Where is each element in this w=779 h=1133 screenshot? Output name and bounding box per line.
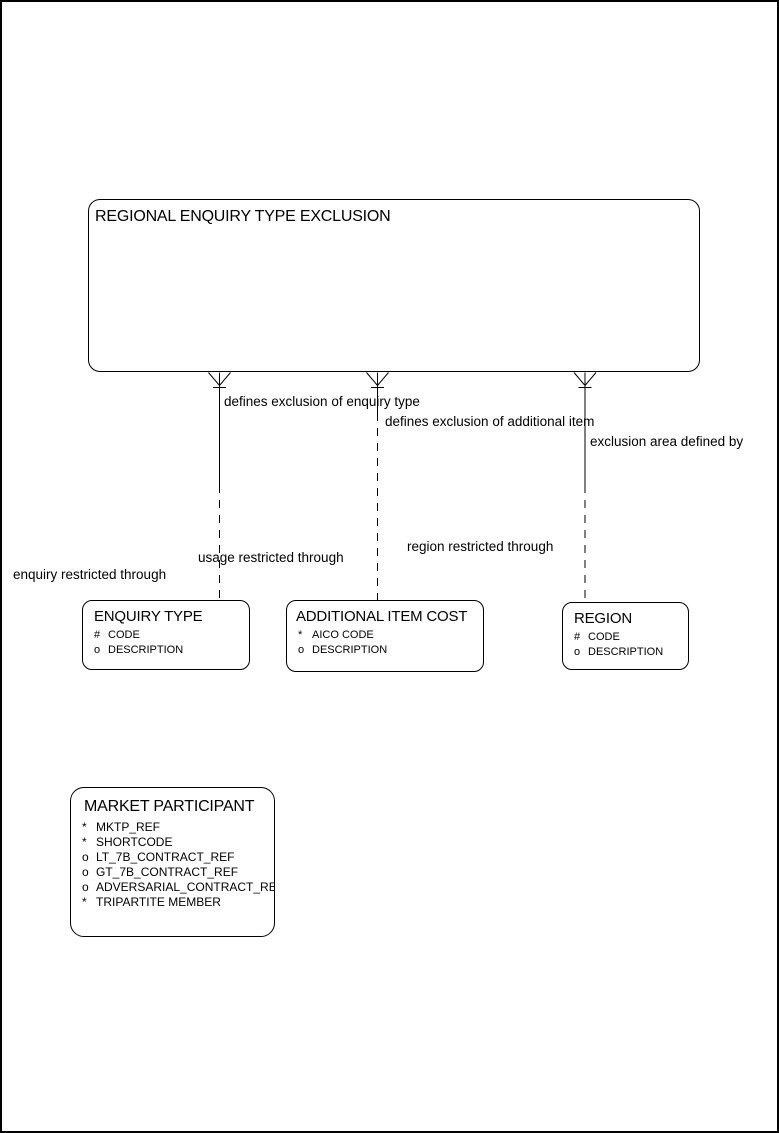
attribute-row: o LT_7B_CONTRACT_REF <box>71 850 274 865</box>
attribute-row: * AICO CODE <box>287 628 483 643</box>
entity-title: REGION <box>574 610 632 627</box>
attribute-row: * MKTP_REF <box>71 820 274 835</box>
attribute-name: DESCRIPTION <box>108 644 184 656</box>
attribute-marker: o <box>82 850 89 864</box>
attribute-name: SHORTCODE <box>96 835 173 849</box>
entity-market-participant: MARKET PARTICIPANT * MKTP_REF * SHORTCOD… <box>70 787 275 937</box>
attribute-row: o DESCRIPTION <box>287 643 483 658</box>
attribute-name: TRIPARTITE MEMBER <box>96 895 221 909</box>
attribute-name: ADVERSARIAL_CONTRACT_REF <box>96 880 275 894</box>
attribute-row: o DESCRIPTION <box>83 643 249 658</box>
attribute-name: MKTP_REF <box>96 820 161 834</box>
attribute-marker: * <box>298 629 303 641</box>
crows-foot-icon <box>573 372 597 388</box>
attribute-marker: o <box>298 644 305 656</box>
relationship-label-defines-exclusion-of-enquiry-type: defines exclusion of enquiry type <box>224 394 420 409</box>
entity-title: ENQUIRY TYPE <box>94 608 203 625</box>
attribute-row: o ADVERSARIAL_CONTRACT_REF <box>71 880 274 895</box>
attribute-list: # CODE o DESCRIPTION <box>563 630 688 660</box>
relationship-label-usage-restricted-through: usage restricted through <box>198 550 344 565</box>
attribute-row: o GT_7B_CONTRACT_REF <box>71 865 274 880</box>
entity-additional-item-cost: ADDITIONAL ITEM COST * AICO CODE o DESCR… <box>286 600 484 672</box>
relationship-label-region-restricted-through: region restricted through <box>407 539 554 554</box>
attribute-name: CODE <box>588 631 620 643</box>
crows-foot-icon <box>366 372 389 388</box>
attribute-row: * SHORTCODE <box>71 835 274 850</box>
attribute-marker: o <box>82 880 89 894</box>
attribute-name: DESCRIPTION <box>588 646 664 658</box>
attribute-name: CODE <box>108 629 140 641</box>
attribute-row: o DESCRIPTION <box>563 645 688 660</box>
attribute-marker: * <box>82 835 87 849</box>
relationship-line-additional-item-cost <box>366 372 389 600</box>
crows-foot-icon <box>208 372 231 388</box>
entity-regional-enquiry-type-exclusion: REGIONAL ENQUIRY TYPE EXCLUSION <box>88 199 700 372</box>
entity-title: ADDITIONAL ITEM COST <box>296 608 468 625</box>
relationship-label-exclusion-area-defined-by: exclusion area defined by <box>590 434 744 449</box>
attribute-marker: o <box>574 646 581 658</box>
attribute-list: # CODE o DESCRIPTION <box>83 628 249 658</box>
relationship-line-region <box>573 372 597 602</box>
attribute-row: # CODE <box>563 630 688 645</box>
attribute-marker: # <box>574 631 581 643</box>
entity-enquiry-type: ENQUIRY TYPE # CODE o DESCRIPTION <box>82 600 250 670</box>
attribute-marker: # <box>94 629 101 641</box>
relationship-label-enquiry-restricted-through: enquiry restricted through <box>13 567 167 582</box>
attribute-name: DESCRIPTION <box>312 644 388 656</box>
attribute-marker: * <box>82 895 87 909</box>
attribute-name: LT_7B_CONTRACT_REF <box>96 850 235 864</box>
entity-title: MARKET PARTICIPANT <box>84 798 255 815</box>
attribute-list: * AICO CODE o DESCRIPTION <box>287 628 483 658</box>
relationship-label-defines-exclusion-of-additional-item: defines exclusion of additional item <box>385 414 595 429</box>
relationship-line-enquiry-type <box>208 372 231 600</box>
attribute-row: # CODE <box>83 628 249 643</box>
attribute-name: GT_7B_CONTRACT_REF <box>96 865 239 879</box>
attribute-row: * TRIPARTITE MEMBER <box>71 895 274 910</box>
attribute-marker: * <box>82 820 87 834</box>
attribute-name: AICO CODE <box>312 629 374 641</box>
attribute-list: * MKTP_REF * SHORTCODE o LT_7B_CONTRACT_… <box>71 820 274 910</box>
entity-region: REGION # CODE o DESCRIPTION <box>562 602 689 670</box>
attribute-marker: o <box>94 644 101 656</box>
attribute-marker: o <box>82 865 89 879</box>
entity-title: REGIONAL ENQUIRY TYPE EXCLUSION <box>95 208 391 225</box>
